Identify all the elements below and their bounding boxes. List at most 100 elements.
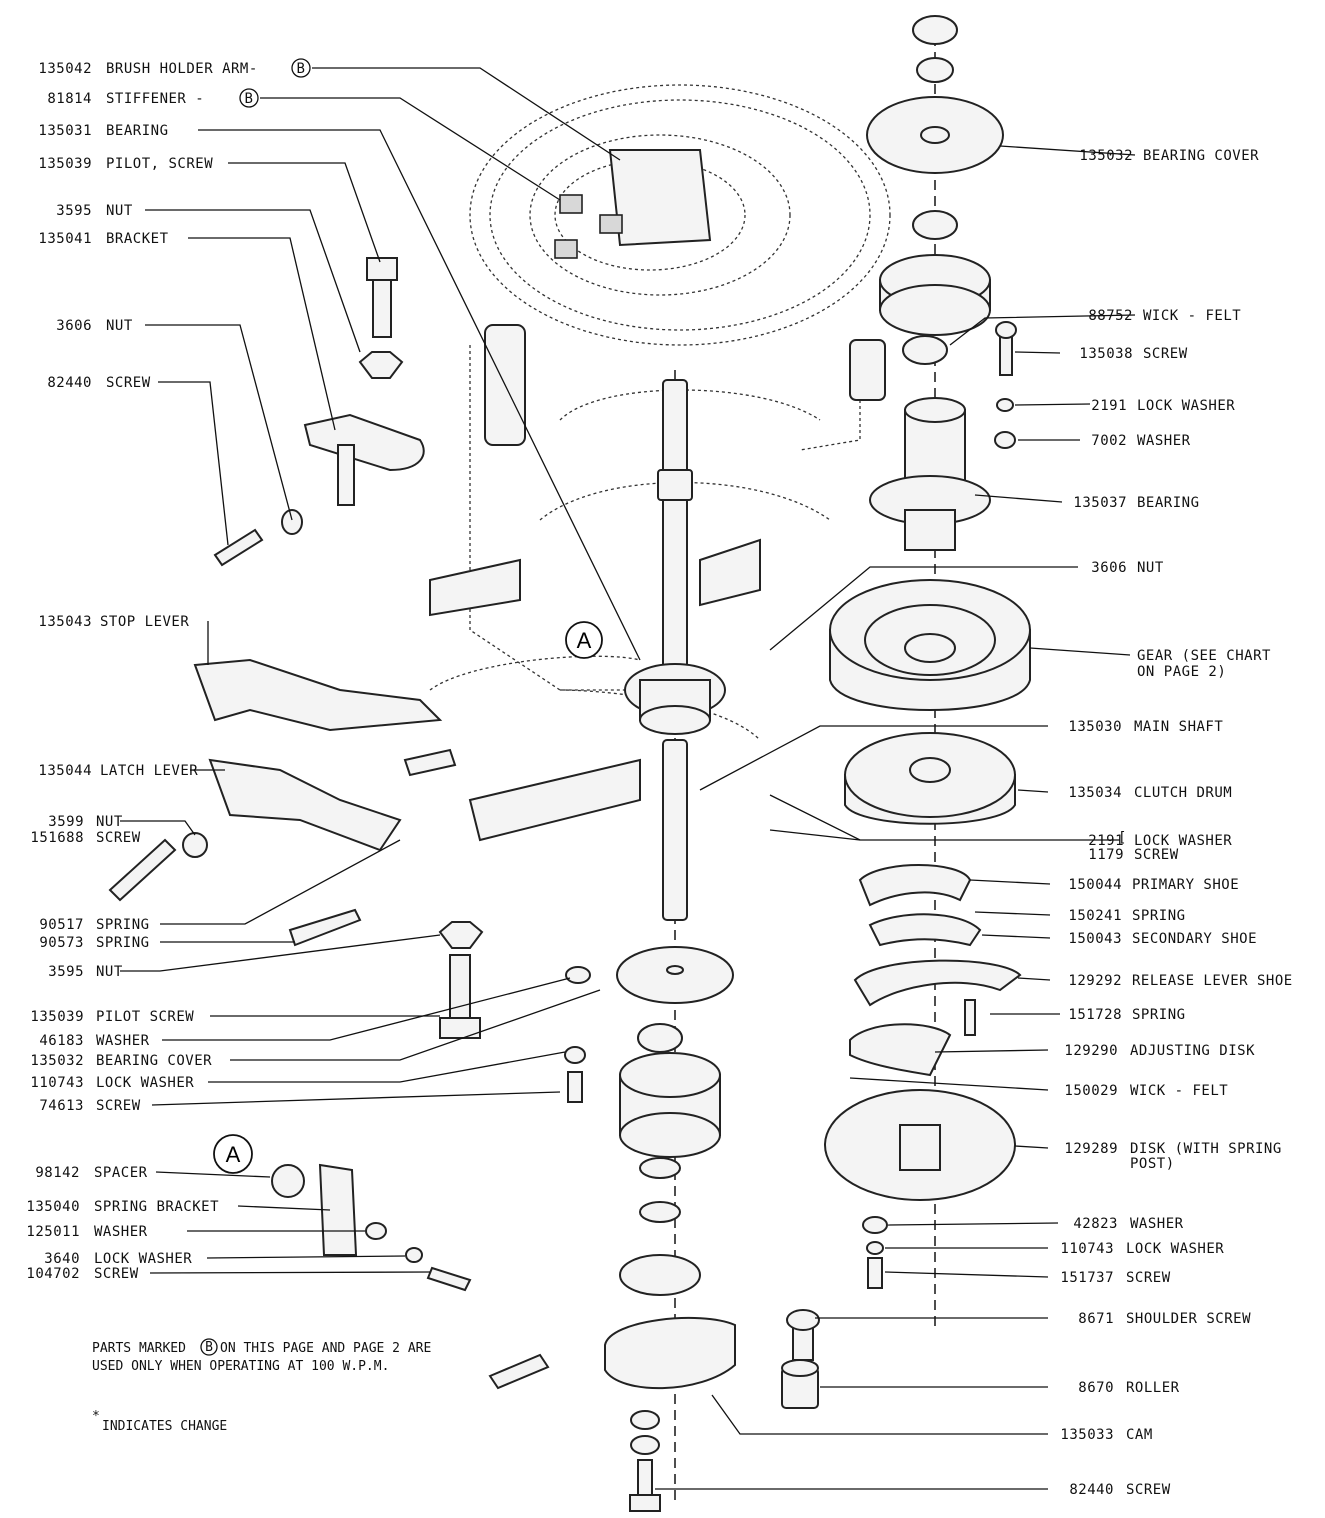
callout-adjusting-disk: 129290 ADJUSTING DISK bbox=[1064, 1043, 1255, 1059]
svg-text:BEARING COVER: BEARING COVER bbox=[96, 1053, 212, 1069]
svg-text:129290: 129290 bbox=[1064, 1043, 1118, 1059]
svg-text:BEARING: BEARING bbox=[106, 123, 169, 139]
callout-wick-felt-150029: 150029 WICK - FELT bbox=[1064, 1083, 1228, 1099]
housing-drawing bbox=[429, 84, 891, 842]
svg-text:PILOT, SCREW: PILOT, SCREW bbox=[106, 156, 213, 172]
callout-shoulder-screw: 8671 SHOULDER SCREW bbox=[1078, 1311, 1251, 1327]
svg-text:ADJUSTING DISK: ADJUSTING DISK bbox=[1130, 1043, 1255, 1059]
svg-text:8671: 8671 bbox=[1078, 1311, 1114, 1327]
svg-text:B: B bbox=[297, 61, 306, 77]
callout-screw-82440-bottom: 82440 SCREW bbox=[1069, 1482, 1170, 1498]
callout-wick-felt-88752: 88752 WICK - FELT bbox=[1088, 308, 1240, 324]
svg-text:WICK - FELT: WICK - FELT bbox=[1130, 1083, 1228, 1099]
svg-text:3595: 3595 bbox=[56, 203, 92, 219]
svg-text:3599: 3599 bbox=[48, 814, 84, 830]
svg-text:90517: 90517 bbox=[39, 917, 84, 933]
svg-text:151688: 151688 bbox=[30, 830, 84, 846]
svg-text:GEAR (SEE CHART: GEAR (SEE CHART bbox=[1137, 648, 1271, 664]
svg-text:SCREW: SCREW bbox=[106, 375, 151, 391]
svg-text:CAM: CAM bbox=[1126, 1427, 1153, 1443]
svg-text:135030: 135030 bbox=[1068, 719, 1122, 735]
svg-text:88752: 88752 bbox=[1088, 308, 1133, 324]
svg-text:150241: 150241 bbox=[1068, 908, 1122, 924]
footnote-parts-marked: PARTS MARKED B ON THIS PAGE AND PAGE 2 A… bbox=[92, 1338, 431, 1374]
callout-lock-washer-3640: 3640 LOCK WASHER bbox=[44, 1251, 192, 1267]
svg-text:3606: 3606 bbox=[1091, 560, 1127, 576]
svg-text:NUT: NUT bbox=[106, 318, 133, 334]
callout-spring-90517: 90517 SPRING bbox=[39, 917, 149, 933]
svg-text:135040: 135040 bbox=[26, 1199, 80, 1215]
svg-text:RELEASE LEVER SHOE: RELEASE LEVER SHOE bbox=[1132, 973, 1293, 989]
callout-spacer: 98142 SPACER bbox=[35, 1165, 147, 1181]
callout-latch-lever: 135044 LATCH LEVER bbox=[38, 763, 197, 779]
svg-text:1179: 1179 bbox=[1088, 847, 1124, 863]
svg-text:8670: 8670 bbox=[1078, 1380, 1114, 1396]
svg-text:150029: 150029 bbox=[1064, 1083, 1118, 1099]
callout-primary-shoe: 150044 PRIMARY SHOE bbox=[1068, 877, 1238, 893]
callout-roller: 8670 ROLLER bbox=[1078, 1380, 1179, 1396]
svg-text:SCREW: SCREW bbox=[1134, 847, 1179, 863]
svg-text:SPRING: SPRING bbox=[1132, 908, 1186, 924]
svg-text:INDICATES CHANGE: INDICATES CHANGE bbox=[102, 1419, 227, 1434]
svg-text:135039: 135039 bbox=[30, 1009, 84, 1025]
svg-text:BRUSH HOLDER ARM-: BRUSH HOLDER ARM- bbox=[106, 61, 258, 77]
callout-screw-104702: 104702 SCREW bbox=[26, 1266, 138, 1282]
svg-text:98142: 98142 bbox=[35, 1165, 80, 1181]
callout-nut-3595: 3595 NUT bbox=[56, 203, 132, 219]
svg-text:B: B bbox=[205, 1340, 213, 1355]
svg-text:74613: 74613 bbox=[39, 1098, 84, 1114]
callout-bearing: 135031 BEARING bbox=[38, 123, 168, 139]
callout-spring-150241: 150241 SPRING bbox=[1068, 908, 1185, 924]
svg-text:110743: 110743 bbox=[30, 1075, 84, 1091]
svg-text:WASHER: WASHER bbox=[94, 1224, 148, 1240]
svg-text:135034: 135034 bbox=[1068, 785, 1122, 801]
callout-washer-7002: 7002 WASHER bbox=[1091, 433, 1190, 449]
svg-text:PARTS MARKED: PARTS MARKED bbox=[92, 1341, 186, 1356]
svg-text:SCREW: SCREW bbox=[1126, 1482, 1171, 1498]
svg-text:3595: 3595 bbox=[48, 964, 84, 980]
svg-text:B: B bbox=[245, 91, 254, 107]
svg-text:SCREW: SCREW bbox=[1126, 1270, 1171, 1286]
svg-text:2191: 2191 bbox=[1088, 833, 1124, 849]
svg-text:110743: 110743 bbox=[1060, 1241, 1114, 1257]
svg-text:81814: 81814 bbox=[47, 91, 92, 107]
svg-text:STIFFENER -: STIFFENER - bbox=[106, 91, 204, 107]
callout-washer-46183: 46183 WASHER bbox=[39, 1033, 149, 1049]
footnote-change-indicator: * INDICATES CHANGE bbox=[92, 1409, 227, 1434]
svg-text:151737: 151737 bbox=[1060, 1270, 1114, 1286]
svg-text:PILOT SCREW: PILOT SCREW bbox=[96, 1009, 194, 1025]
callout-stiffener: 81814 STIFFENER - B bbox=[47, 88, 259, 108]
svg-text:ROLLER: ROLLER bbox=[1126, 1380, 1180, 1396]
svg-text:USED ONLY WHEN OPERATING AT 10: USED ONLY WHEN OPERATING AT 100 W.P.M. bbox=[92, 1359, 389, 1374]
svg-text:ON THIS PAGE AND PAGE 2 ARE: ON THIS PAGE AND PAGE 2 ARE bbox=[220, 1341, 431, 1356]
marker-a-main: A bbox=[565, 621, 603, 659]
callout-stop-lever: 135043 STOP LEVER bbox=[38, 614, 189, 630]
svg-text:SCREW: SCREW bbox=[96, 1098, 141, 1114]
svg-text:135043: 135043 bbox=[38, 614, 92, 630]
svg-text:POST): POST) bbox=[1130, 1156, 1175, 1172]
svg-text:SCREW: SCREW bbox=[94, 1266, 139, 1282]
leader-lines bbox=[120, 67, 1136, 1490]
callout-nut-3599: 3599 NUT bbox=[48, 814, 122, 830]
svg-text:NUT: NUT bbox=[96, 964, 123, 980]
svg-text:LOCK WASHER: LOCK WASHER bbox=[1137, 398, 1235, 414]
svg-text:SPRING: SPRING bbox=[1132, 1007, 1186, 1023]
svg-text:SECONDARY SHOE: SECONDARY SHOE bbox=[1132, 931, 1257, 947]
svg-text:135032: 135032 bbox=[30, 1053, 84, 1069]
svg-text:*: * bbox=[92, 1409, 100, 1424]
svg-text:NUT: NUT bbox=[1137, 560, 1164, 576]
svg-text:SPRING: SPRING bbox=[96, 935, 150, 951]
svg-text:SHOULDER SCREW: SHOULDER SCREW bbox=[1126, 1311, 1251, 1327]
svg-text:150044: 150044 bbox=[1068, 877, 1122, 893]
svg-text:A: A bbox=[226, 1142, 241, 1167]
svg-text:104702: 104702 bbox=[26, 1266, 80, 1282]
svg-text:SPACER: SPACER bbox=[94, 1165, 148, 1181]
svg-text:3606: 3606 bbox=[56, 318, 92, 334]
callout-bearing-cover-left: 135032 BEARING COVER bbox=[30, 1053, 212, 1069]
callout-bearing-135037: 135037 BEARING bbox=[1073, 495, 1199, 511]
svg-text:WASHER: WASHER bbox=[1137, 433, 1191, 449]
svg-text:STOP LEVER: STOP LEVER bbox=[100, 614, 189, 630]
svg-text:82440: 82440 bbox=[1069, 1482, 1114, 1498]
svg-text:135039: 135039 bbox=[38, 156, 92, 172]
